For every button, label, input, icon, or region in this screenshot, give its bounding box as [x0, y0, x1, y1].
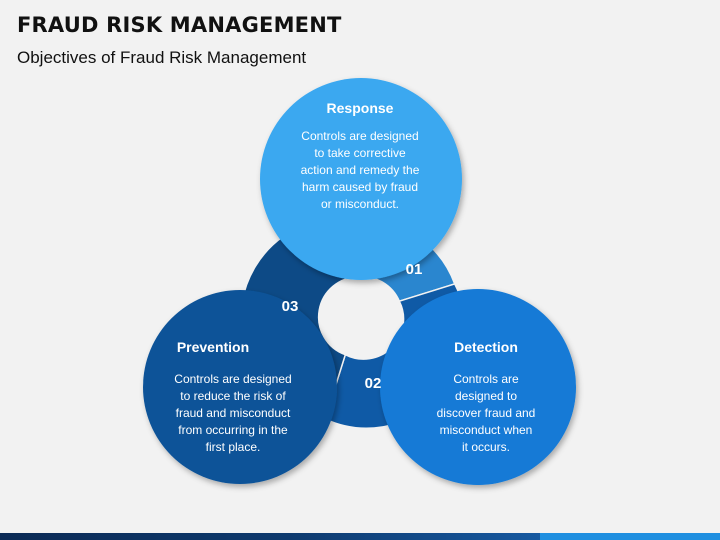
footer-accent-bar [0, 533, 720, 540]
slide-title: FRAUD RISK MANAGEMENT [17, 13, 342, 37]
detection-heading: Detection [454, 339, 518, 355]
slide-subtitle: Objectives of Fraud Risk Management [17, 48, 307, 67]
detection-line: misconduct when [440, 423, 533, 437]
response-line: harm caused by fraud [302, 180, 418, 194]
response-circle [260, 78, 462, 280]
response-heading: Response [327, 100, 394, 116]
prevention-line: first place. [206, 440, 261, 454]
response-line: Controls are designed [301, 129, 418, 143]
response-line: to take corrective [314, 146, 406, 160]
detection-circle [380, 289, 576, 485]
number-01: 01 [406, 261, 423, 278]
prevention-line: from occurring in the [178, 423, 288, 437]
prevention-circle [143, 290, 337, 484]
prevention-heading: Prevention [177, 339, 249, 355]
response-line: action and remedy the [301, 163, 420, 177]
prevention-line: to reduce the risk of [180, 389, 286, 403]
number-02: 02 [365, 375, 382, 392]
prevention-line: fraud and misconduct [176, 406, 291, 420]
number-03: 03 [282, 298, 299, 315]
prevention-line: Controls are designed [174, 372, 291, 386]
detection-line: designed to [455, 389, 517, 403]
detection-line: discover fraud and [437, 406, 536, 420]
detection-line: Controls are [453, 372, 519, 386]
detection-line: it occurs. [462, 440, 510, 454]
response-line: or misconduct. [321, 197, 399, 211]
